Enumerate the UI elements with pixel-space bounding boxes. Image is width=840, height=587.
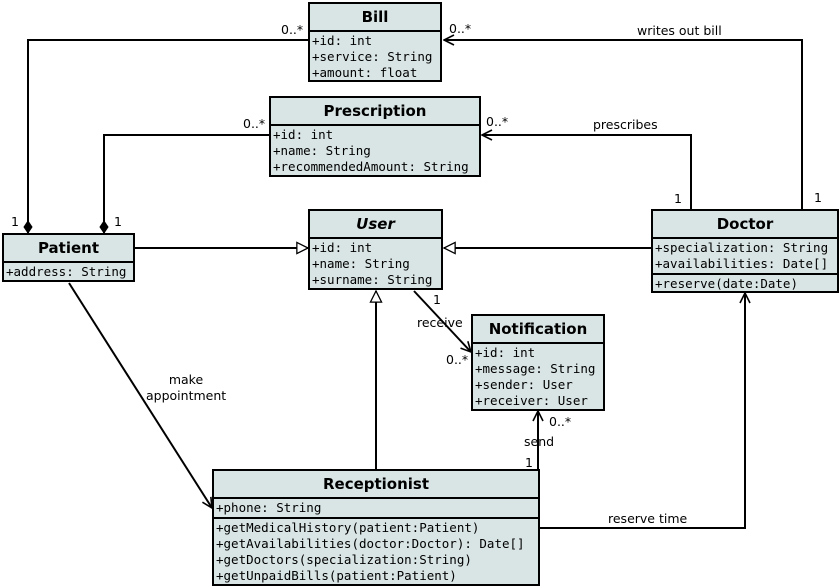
multiplicity-prescription-left: 0..*: [243, 116, 266, 131]
attribute: +specialization: String: [655, 240, 829, 255]
class-patient: Patient +address: String: [2, 233, 135, 282]
attribute: +name: String: [273, 143, 371, 158]
attribute: +receiver: User: [475, 393, 588, 408]
label-writes-out-bill: writes out bill: [637, 23, 722, 38]
operations-section: +reserve(date:Date): [653, 273, 837, 293]
attributes-section: +phone: String: [214, 499, 538, 517]
user-notification-receive: [413, 290, 471, 352]
attribute: +amount: float: [312, 65, 418, 80]
attributes-section: +specialization: String +availabilities:…: [653, 239, 837, 273]
attribute: +service: String: [312, 49, 433, 64]
multiplicity-prescription-right: 0..*: [486, 114, 509, 129]
class-name: Prescription: [271, 98, 479, 126]
class-name: Doctor: [653, 211, 837, 239]
patient-bill-association: [23, 39, 309, 234]
attribute: +id: int: [312, 33, 373, 48]
class-receptionist: Receptionist +phone: String +getMedicalH…: [212, 469, 540, 586]
attribute: +phone: String: [216, 500, 322, 515]
attribute: +recommendedAmount: String: [273, 159, 469, 174]
receptionist-doctor-reserve: [540, 293, 745, 529]
attributes-section: +id: int +name: String +surname: String: [310, 239, 441, 289]
doctor-prescription-association: [482, 135, 692, 210]
attributes-section: +id: int +service: String +amount: float: [310, 32, 440, 82]
operation: +getUnpaidBills(patient:Patient): [216, 568, 457, 583]
attribute: +id: int: [273, 127, 334, 142]
label-make-appointment-line2: appointment: [146, 388, 227, 403]
multiplicity-notification-send: 0..*: [549, 414, 572, 429]
attribute: +message: String: [475, 361, 596, 376]
attribute: +surname: String: [312, 272, 433, 287]
class-doctor: Doctor +specialization: String +availabi…: [651, 209, 839, 293]
class-name: Patient: [4, 235, 133, 263]
attribute: +address: String: [6, 264, 127, 279]
attributes-section: +address: String: [4, 263, 133, 281]
label-send: send: [524, 434, 555, 449]
label-receive: receive: [417, 315, 463, 330]
class-name: User: [310, 211, 441, 239]
class-notification: Notification +id: int +message: String +…: [471, 314, 605, 411]
class-name: Receptionist: [214, 471, 538, 499]
multiplicity-receptionist-send: 1: [525, 455, 533, 470]
label-reserve-time: reserve time: [608, 511, 688, 526]
operation: +reserve(date:Date): [655, 276, 798, 291]
multiplicity-doctor-bill: 1: [814, 190, 822, 205]
operation: +getMedicalHistory(patient:Patient): [216, 520, 480, 535]
doctor-bill-association: [444, 40, 803, 210]
attribute: +id: int: [475, 345, 536, 360]
attribute: +sender: User: [475, 377, 573, 392]
multiplicity-bill-left: 0..*: [281, 22, 304, 37]
class-user: User +id: int +name: String +surname: St…: [308, 209, 443, 290]
multiplicity-bill-right: 0..*: [449, 21, 472, 36]
multiplicity-patient-prescription: 1: [114, 214, 122, 229]
label-make-appointment-line1: make: [168, 372, 204, 387]
operation: +getAvailabilities(doctor:Doctor): Date[…: [216, 536, 525, 551]
multiplicity-notification-receive: 0..*: [446, 352, 469, 367]
patient-receptionist-appointment: [68, 282, 212, 508]
multiplicity-user-receive: 1: [433, 292, 441, 307]
class-name: Bill: [310, 4, 440, 32]
attribute: +availabilities: Date[]: [655, 256, 829, 271]
attributes-section: +id: int +name: String +recommendedAmoun…: [271, 126, 479, 176]
multiplicity-doctor-prescribes: 1: [674, 191, 682, 206]
attribute: +id: int: [312, 240, 373, 255]
class-prescription: Prescription +id: int +name: String +rec…: [269, 96, 481, 177]
label-prescribes: prescribes: [593, 117, 658, 132]
class-bill: Bill +id: int +service: String +amount: …: [308, 2, 442, 82]
attribute: +name: String: [312, 256, 410, 271]
multiplicity-patient-bill: 1: [11, 214, 19, 229]
class-name: Notification: [473, 316, 603, 344]
patient-prescription-association: [99, 134, 270, 234]
operations-section: +getMedicalHistory(patient:Patient) +get…: [214, 517, 538, 585]
attributes-section: +id: int +message: String +sender: User …: [473, 344, 603, 410]
operation: +getDoctors(specialization:String): [216, 552, 472, 567]
